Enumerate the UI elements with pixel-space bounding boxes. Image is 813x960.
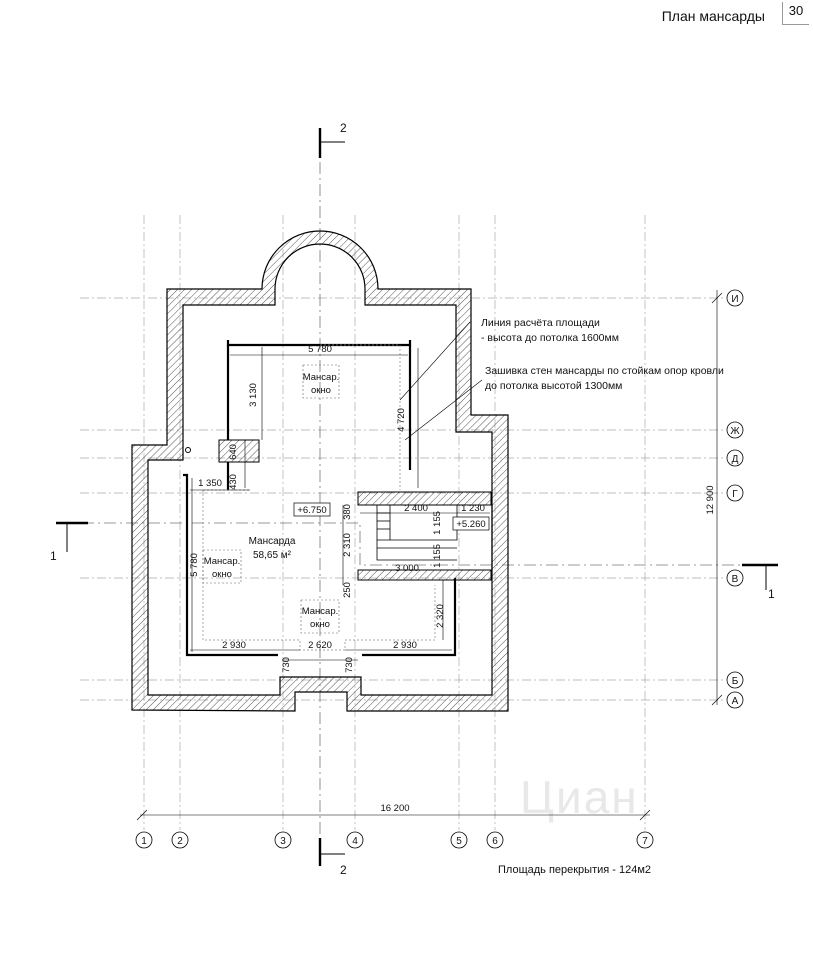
level-attic: +6.750	[297, 505, 326, 516]
section-label-top: 2	[340, 121, 347, 135]
outer-wall	[131, 230, 509, 712]
row-axis-a: А	[726, 691, 744, 709]
svg-text:Ж: Ж	[730, 426, 740, 437]
dim-250: 250	[342, 582, 353, 598]
dim-2320: 2 320	[435, 604, 446, 628]
dimension-lines	[136, 290, 723, 821]
dim-1155-a: 1 155	[432, 511, 443, 535]
note-floor-area: Площадь перекрытия - 124м2	[498, 864, 651, 876]
note-area-line-2: - высота до потолка 1600мм	[481, 332, 619, 344]
svg-text:5: 5	[456, 836, 462, 847]
inner-walls	[183, 340, 457, 657]
stair-wall-top	[357, 491, 492, 506]
dim-4720: 4 720	[396, 408, 407, 432]
dim-2620: 2 620	[308, 640, 332, 651]
dim-1350: 1 350	[198, 478, 222, 489]
column-axis-5: 5	[450, 831, 468, 849]
dim-2310: 2 310	[342, 533, 353, 557]
note-wall-lining-1: Зашивка стен мансарды по стойкам опор кр…	[485, 365, 724, 377]
row-axis-zh: Ж	[726, 421, 744, 439]
dim-2930-right: 2 930	[393, 640, 417, 651]
chimney	[218, 439, 260, 463]
window-bottom-label-2: окно	[310, 619, 330, 630]
svg-text:Б: Б	[732, 676, 739, 687]
window-top-label-1: Мансар.	[303, 372, 340, 383]
column-axis-2: 2	[171, 831, 189, 849]
watermark: Циан	[520, 771, 639, 823]
dim-1155-b: 1 155	[432, 544, 443, 568]
window-top-label-2: окно	[311, 385, 331, 396]
level-box-stair	[452, 516, 490, 531]
column-axis-4: 4	[346, 831, 364, 849]
column-axis-1: 1	[135, 831, 153, 849]
svg-text:2: 2	[177, 836, 183, 847]
svg-text:Д: Д	[732, 454, 739, 465]
window-bottom	[300, 599, 340, 634]
area-boundary-line	[202, 344, 436, 651]
row-axis-v: В	[726, 569, 744, 587]
window-top	[302, 364, 340, 399]
dim-3130: 3 130	[248, 383, 259, 407]
dim-640: 640	[228, 444, 239, 460]
dim-5780-left: 5 780	[189, 553, 200, 577]
section-label-right: 1	[768, 587, 775, 601]
dim-2930-left: 2 930	[222, 640, 246, 651]
svg-text:7: 7	[642, 836, 648, 847]
note-wall-lining-2: до потолка высотой 1300мм	[485, 380, 622, 392]
svg-text:4: 4	[352, 836, 358, 847]
svg-text:1: 1	[141, 836, 147, 847]
row-axis-i: И	[726, 289, 744, 307]
dim-2400: 2 400	[404, 503, 428, 514]
note-area-line-1: Линия расчёта площади	[481, 317, 600, 329]
dim-730-left: 730	[281, 657, 292, 673]
column-axis-3: 3	[274, 831, 292, 849]
fixture-circle	[185, 447, 191, 453]
window-left	[202, 549, 242, 584]
dim-430: 430	[228, 474, 239, 490]
column-axis-7: 7	[636, 831, 654, 849]
level-box-attic	[293, 502, 331, 517]
svg-text:И: И	[731, 294, 738, 305]
section-label-left: 1	[50, 549, 57, 563]
row-axis-d: Д	[726, 449, 744, 467]
row-axis-g: Г	[726, 484, 744, 502]
svg-text:6: 6	[492, 836, 498, 847]
section-line-1	[60, 522, 765, 566]
dim-1230: 1 230	[461, 503, 485, 514]
row-axis-b: Б	[726, 671, 744, 689]
page-number: 30	[782, 2, 809, 25]
dim-730-right: 730	[344, 657, 355, 673]
svg-text:Г: Г	[732, 489, 738, 500]
svg-text:3: 3	[280, 836, 286, 847]
room-name: Мансарда	[249, 536, 296, 547]
column-axis-6: 6	[486, 831, 504, 849]
window-left-label-1: Мансар.	[204, 556, 241, 567]
dim-5780-top: 5 780	[308, 344, 332, 355]
dim-16200: 16 200	[380, 803, 409, 814]
dim-3000: 3 000	[395, 563, 419, 574]
page-title: План мансарды	[661, 8, 765, 24]
room-area: 58,65 м²	[253, 550, 292, 561]
svg-text:В: В	[732, 574, 739, 585]
dim-380: 380	[342, 504, 353, 520]
svg-text:А: А	[732, 696, 739, 707]
window-left-label-2: окно	[212, 569, 232, 580]
section-label-bottom: 2	[340, 863, 347, 877]
window-bottom-label-1: Мансар.	[302, 606, 339, 617]
dim-12900: 12 900	[705, 485, 716, 514]
level-stair: +5.260	[456, 519, 485, 530]
stair-wall-bottom	[357, 569, 492, 581]
